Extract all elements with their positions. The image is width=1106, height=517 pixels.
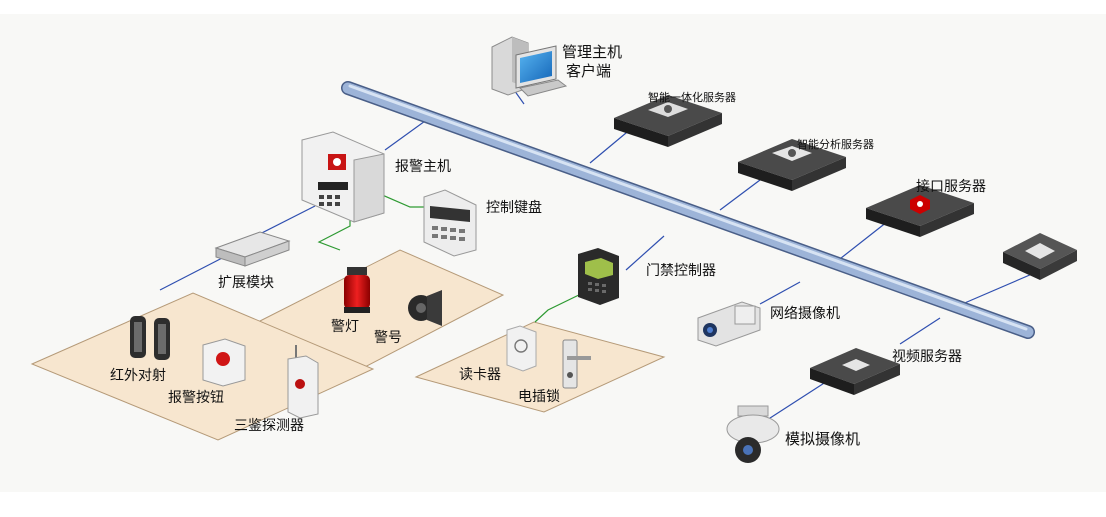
network-switch-icon [1003, 233, 1077, 280]
network-camera-icon [697, 301, 761, 347]
link-network-camera [759, 281, 801, 305]
link-analog-camera [766, 377, 833, 421]
access-controller-label: 门禁控制器 [646, 263, 716, 279]
video-server-label: 视频服务器 [892, 349, 962, 365]
alarm-button-icon [202, 338, 246, 387]
alarm-panel-icon [301, 131, 385, 223]
link-interface-server [835, 217, 893, 263]
integrated-server-label: 智能一体化服务器 [648, 91, 736, 104]
network-camera-label: 网络摄像机 [770, 306, 840, 322]
control-keyboard-label: 控制键盘 [486, 200, 542, 216]
interface-server-icon [866, 185, 974, 237]
card-reader-label: 读卡器 [459, 367, 501, 383]
interface-server-label: 接口服务器 [916, 179, 986, 195]
network-links [159, 79, 1047, 421]
alarm-host-label: 报警主机 [395, 159, 451, 175]
infrared-beam-label: 红外对射 [110, 368, 166, 384]
link-access-devices [534, 291, 586, 323]
video-server-icon [810, 348, 900, 395]
electric-lock-label: 电插锁 [518, 389, 560, 405]
siren-label: 警号 [374, 330, 402, 346]
triple-detector-label: 三鉴探测器 [234, 418, 304, 434]
motion-detector-icon [287, 345, 319, 419]
analog-camera-label: 模拟摄像机 [785, 430, 861, 448]
alarm-light-icon [344, 267, 370, 313]
link-alarm-outputs [317, 215, 351, 251]
expansion-module-label: 扩展模块 [218, 275, 274, 291]
access-controller-icon [578, 248, 619, 305]
link-analysis-server [719, 179, 761, 211]
card-reader-icon [506, 325, 537, 372]
siren-icon [408, 290, 442, 326]
electric-lock-icon [562, 339, 591, 389]
link-video-server [899, 317, 941, 345]
mgmt-host-label: 管理主机 [562, 43, 623, 61]
computer-icon [491, 36, 568, 97]
analysis-server-icon [738, 139, 846, 191]
network-backbone [341, 81, 1035, 339]
analysis-server-label: 智能分析服务器 [797, 138, 874, 151]
alarm-light-label: 警灯 [331, 319, 359, 335]
expansion-module-icon [214, 231, 291, 267]
dome-camera-icon [726, 405, 780, 463]
keypad-icon [423, 189, 477, 257]
link-access-controller [625, 235, 665, 271]
zone-access-devices [414, 321, 666, 413]
client-label: 客户端 [566, 62, 612, 80]
link-detectors-zone [159, 254, 229, 291]
link-integrated-server [589, 127, 633, 164]
link-keyboard [379, 193, 428, 208]
rack-server-icon [614, 95, 722, 147]
infrared-beam-icon [130, 316, 170, 360]
alarm-button-label: 报警按钮 [168, 390, 224, 406]
